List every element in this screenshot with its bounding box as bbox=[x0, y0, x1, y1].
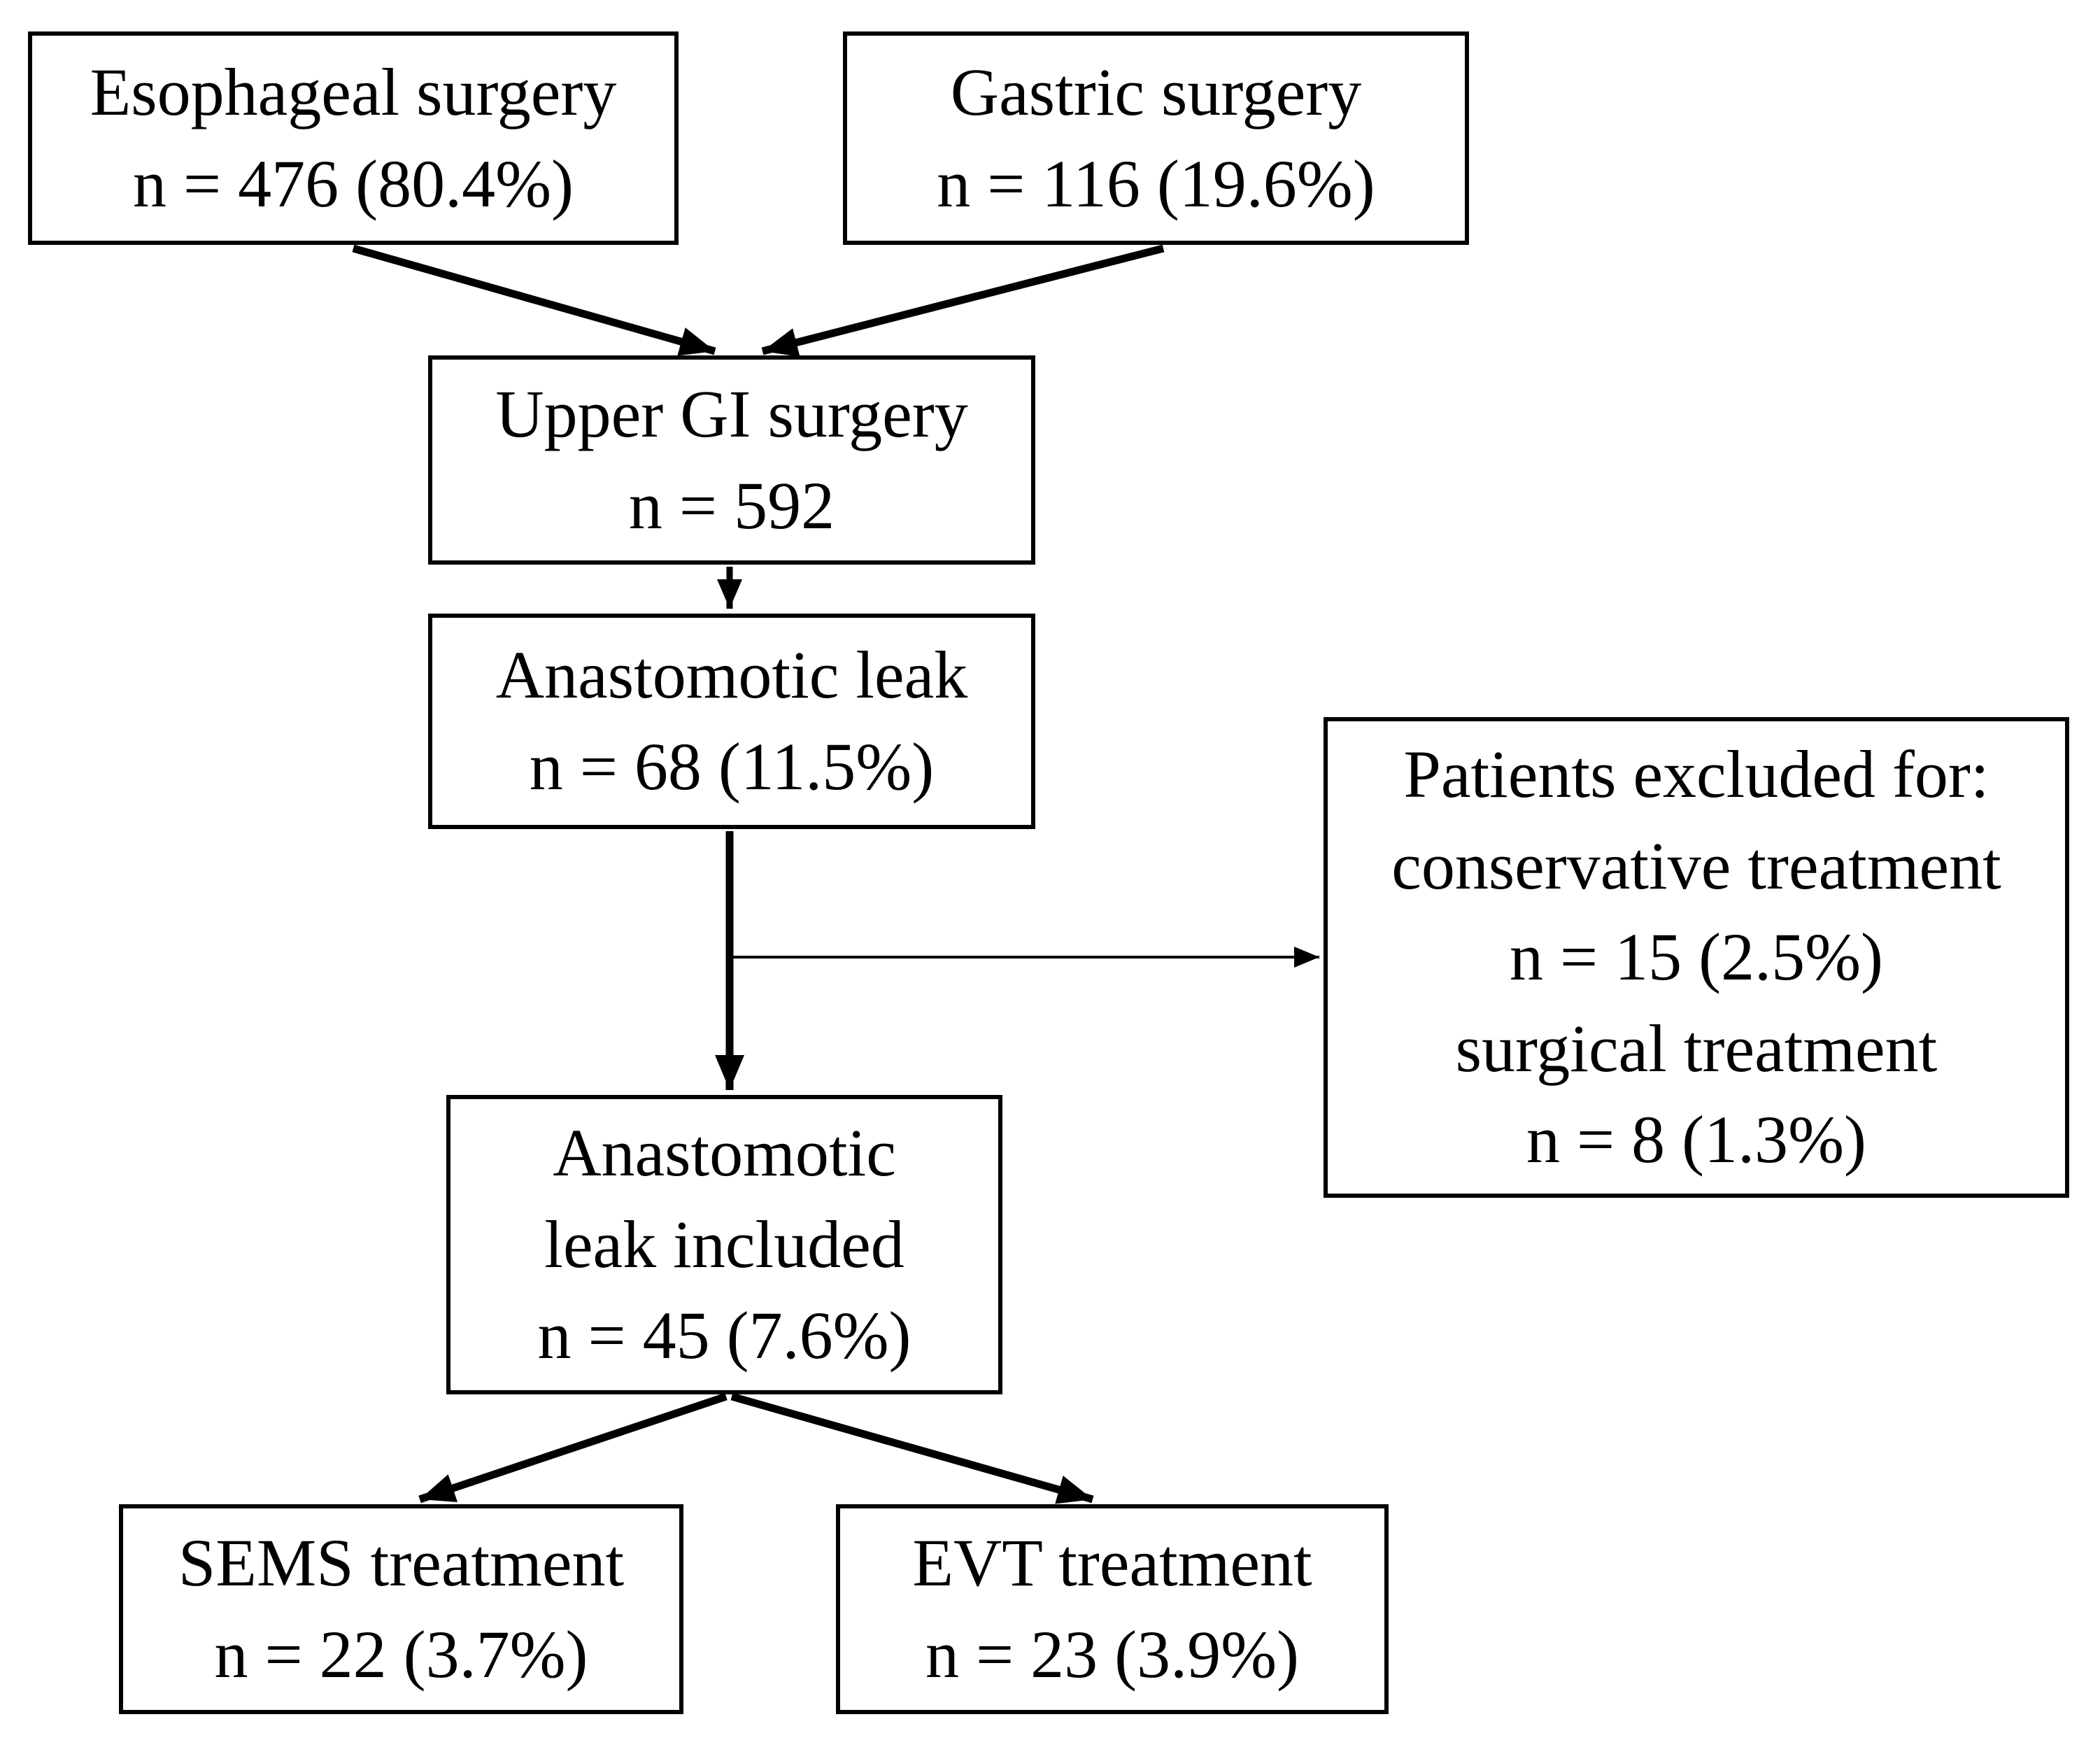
arrow-leak-included-to-sems bbox=[418, 1392, 728, 1504]
node-title-line2: leak included bbox=[544, 1206, 904, 1282]
node-title: Gastric surgery bbox=[950, 54, 1362, 129]
node-count: n = 68 (11.5%) bbox=[529, 729, 935, 804]
node-count: n = 22 (3.7%) bbox=[214, 1617, 588, 1692]
excluded-count-conservative: n = 15 (2.5%) bbox=[1509, 919, 1884, 995]
node-sems-treatment: SEMS treatment n = 22 (3.7%) bbox=[119, 1504, 683, 1714]
node-anastomotic-leak-included: Anastomotic leak included n = 45 (7.6%) bbox=[446, 1095, 1002, 1394]
excluded-reason-surgical: surgical treatment bbox=[1455, 1010, 1938, 1086]
node-title: Anastomotic leak bbox=[495, 637, 968, 713]
node-title: Esophageal surgery bbox=[90, 54, 617, 129]
node-patients-excluded: Patients excluded for: conservative trea… bbox=[1324, 717, 2069, 1198]
node-title: Patients excluded for: bbox=[1403, 737, 1989, 812]
node-title: SEMS treatment bbox=[178, 1525, 625, 1601]
node-esophageal-surgery: Esophageal surgery n = 476 (80.4%) bbox=[28, 31, 679, 245]
node-evt-treatment: EVT treatment n = 23 (3.9%) bbox=[836, 1504, 1389, 1714]
node-gastric-surgery: Gastric surgery n = 116 (19.6%) bbox=[843, 31, 1469, 245]
node-count: n = 116 (19.6%) bbox=[937, 146, 1375, 221]
excluded-reason-conservative: conservative treatment bbox=[1391, 828, 2001, 903]
node-count: n = 476 (80.4%) bbox=[132, 146, 574, 221]
node-upper-gi-surgery: Upper GI surgery n = 592 bbox=[428, 355, 1035, 565]
node-count: n = 45 (7.6%) bbox=[537, 1298, 911, 1373]
excluded-count-surgical: n = 8 (1.3%) bbox=[1526, 1102, 1867, 1177]
node-title: EVT treatment bbox=[912, 1525, 1312, 1601]
node-count: n = 23 (3.9%) bbox=[925, 1617, 1300, 1692]
node-count: n = 592 bbox=[628, 467, 835, 543]
node-title-line1: Anastomotic bbox=[553, 1115, 896, 1191]
arrow-leak-included-to-evt bbox=[730, 1392, 1094, 1504]
arrow-gastric-to-upper-gi bbox=[761, 244, 1165, 357]
arrow-esophageal-to-upper-gi bbox=[352, 244, 716, 356]
node-anastomotic-leak: Anastomotic leak n = 68 (11.5%) bbox=[428, 614, 1035, 829]
node-title: Upper GI surgery bbox=[495, 376, 968, 451]
